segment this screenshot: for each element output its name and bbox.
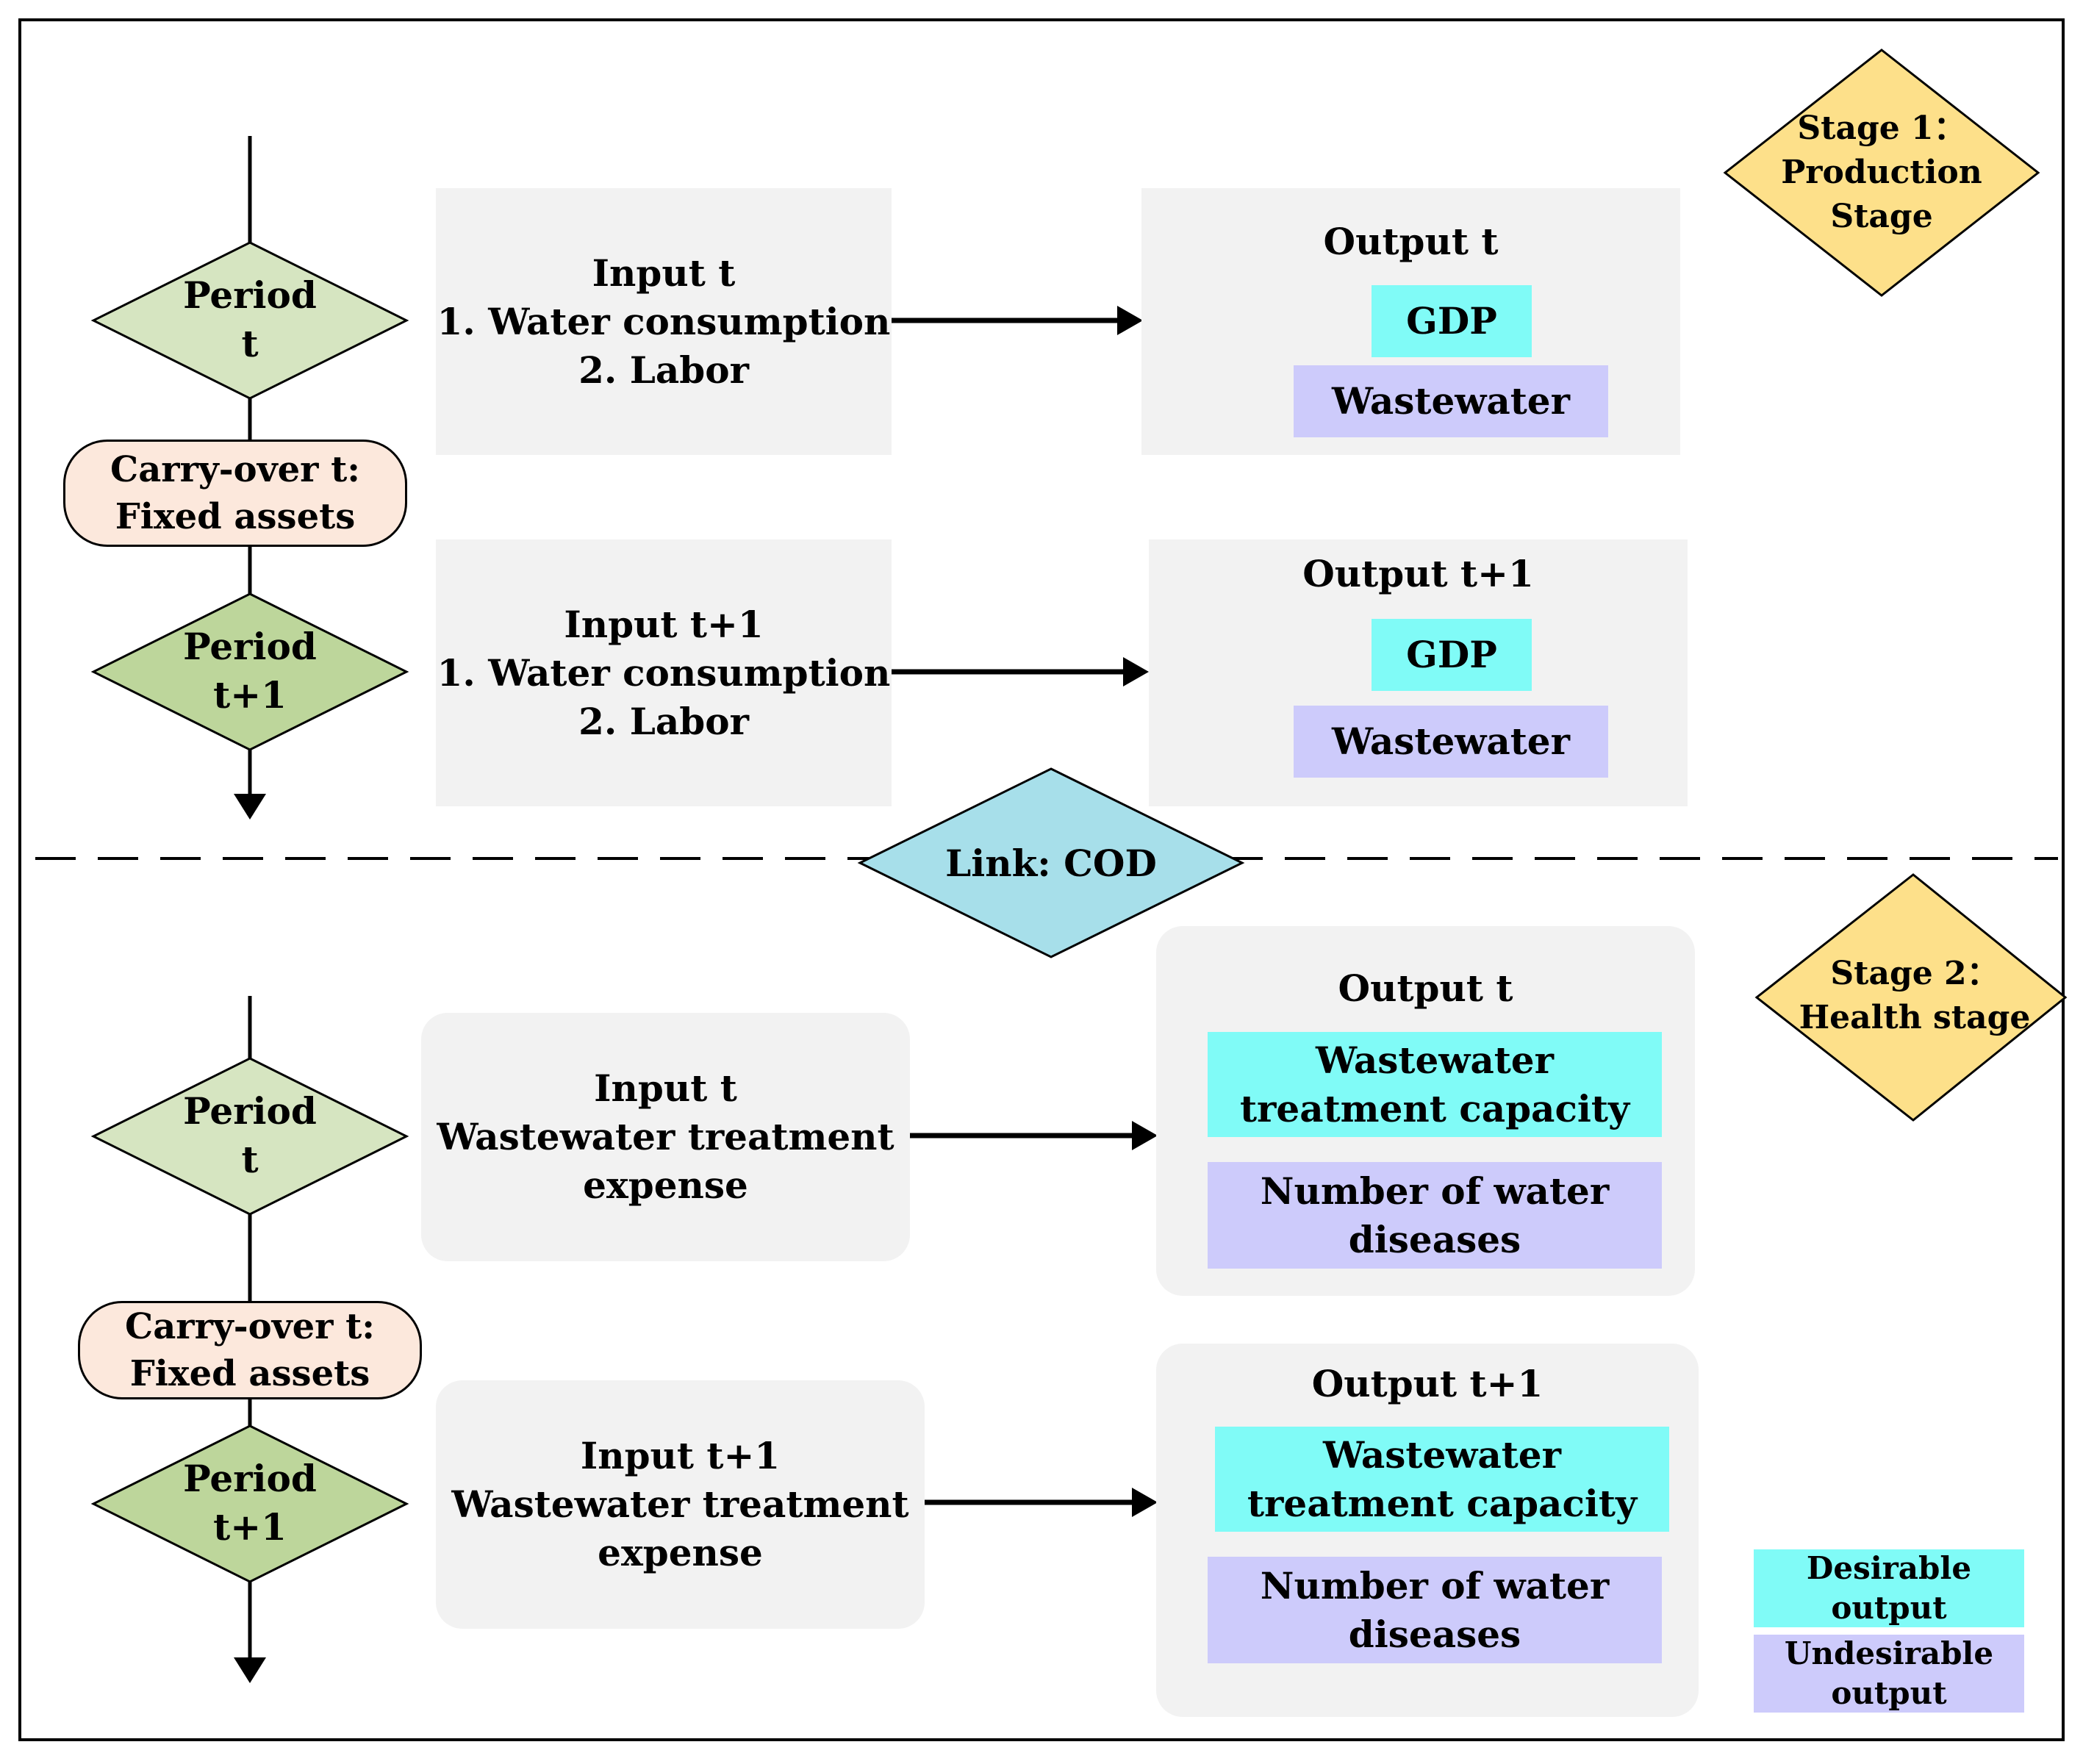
s2-output-t1-diseases-line2: diseases — [1348, 1612, 1521, 1656]
s1-input-t1-box: Input t+1 1. Water consumption 2. Labor — [436, 539, 892, 806]
s1-period-t1-line1: Period — [183, 625, 317, 668]
s2-carry-over-line1: Carry-over t: — [124, 1306, 376, 1347]
s2-input-t-title: Input t — [594, 1066, 737, 1110]
s2-output-t-diseases-line2: diseases — [1348, 1217, 1521, 1261]
s1-period-t: Period t — [159, 272, 340, 368]
s1-period-t1: Period t+1 — [159, 623, 340, 719]
stage2-timeline-arrowhead — [234, 1657, 266, 1683]
s2-period-t1-diamond — [90, 1424, 409, 1583]
stage1-diamond — [1723, 49, 2040, 297]
s1-period-t-line1: Period — [183, 273, 317, 317]
s1-input-t1-item2: 2. Labor — [578, 699, 749, 743]
s1-output-t1-gdp: GDP — [1372, 619, 1532, 691]
s1-period-t1-line2: t+1 — [213, 673, 287, 717]
s2-output-t1-capacity-line2: treatment capacity — [1247, 1481, 1638, 1525]
link-label: Link: COD — [945, 842, 1157, 885]
diagram-frame — [18, 18, 2065, 1741]
s2-period-t-line2: t — [241, 1138, 259, 1181]
s2-input-t-item2: expense — [583, 1164, 748, 1207]
s2-output-t-capacity-line1: Wastewater — [1316, 1038, 1554, 1082]
s2-period-t: Period t — [159, 1088, 340, 1183]
legend-desirable-line2: output — [1831, 1590, 1947, 1626]
stage2-label-line2: Health stage — [1799, 999, 2031, 1036]
s1-output-t1-title: Output t+1 — [1302, 552, 1534, 595]
s2-output-t1-title: Output t+1 — [1311, 1362, 1544, 1405]
s2-input-t1-item1: Wastewater treatment — [451, 1482, 909, 1526]
legend-desirable-line1: Desirable — [1806, 1550, 1972, 1586]
s2-period-t-diamond — [90, 1057, 409, 1216]
s2-period-t-line1: Period — [183, 1089, 317, 1133]
s1-input-t-item2: 2. Labor — [578, 348, 749, 392]
s2-output-t1-capacity: Wastewater treatment capacity — [1215, 1427, 1669, 1532]
s2-carry-over-line2: Fixed assets — [129, 1353, 370, 1394]
s2-period-t1-line2: t+1 — [213, 1505, 287, 1549]
s2-output-t-diseases: Number of water diseases — [1208, 1162, 1662, 1269]
legend-undesirable-line1: Undesirable — [1784, 1635, 1994, 1671]
s2-period-t1: Period t+1 — [159, 1455, 340, 1551]
s2-input-t1-item2: expense — [598, 1531, 763, 1574]
stage1-label-line1: Stage 1： — [1797, 110, 1966, 147]
link-diamond — [857, 767, 1245, 958]
s2-period-t1-line1: Period — [183, 1457, 317, 1500]
s1-period-t1-diamond — [90, 592, 409, 751]
s2-output-t-title: Output t — [1338, 967, 1513, 1010]
s2-output-t1-capacity-line1: Wastewater — [1323, 1433, 1561, 1477]
legend-desirable: Desirable output — [1754, 1549, 2024, 1627]
s1-input-t-box: Input t 1. Water consumption 2. Labor — [436, 188, 892, 455]
stage1-label-line3: Stage — [1830, 198, 1933, 235]
s1-input-t1-title: Input t+1 — [564, 602, 764, 646]
s2-input-t-box: Input t Wastewater treatment expense — [421, 1013, 910, 1261]
s1-input-t-title: Input t — [592, 251, 736, 295]
s1-carry-over-line2: Fixed assets — [115, 496, 356, 537]
stage1-label-line2: Production — [1781, 154, 1982, 191]
stage2-label: Stage 2： Health stage — [1793, 948, 2036, 1044]
stage2-label-line1: Stage 2： — [1830, 955, 1999, 992]
s1-input-t1-item1: 1. Water consumption — [437, 650, 891, 695]
s2-input-t1-box: Input t+1 Wastewater treatment expense — [436, 1380, 925, 1629]
s2-output-t-diseases-line1: Number of water — [1260, 1169, 1610, 1213]
s1-output-t-wastewater: Wastewater — [1294, 365, 1608, 437]
stage2-diamond — [1754, 873, 2068, 1122]
s1-carry-over-line1: Carry-over t: — [110, 449, 361, 490]
s1-output-t-title: Output t — [1323, 220, 1499, 263]
stage1-label: Stage 1： Production Stage — [1764, 107, 1999, 239]
s1-period-t-diamond — [90, 241, 409, 400]
legend-undesirable-line2: output — [1831, 1675, 1947, 1711]
legend-undesirable: Undesirable output — [1754, 1635, 2024, 1713]
s1-carry-over: Carry-over t: Fixed assets — [63, 440, 407, 547]
s2-output-t-capacity: Wastewater treatment capacity — [1208, 1032, 1662, 1137]
s2-output-t-capacity-line2: treatment capacity — [1239, 1086, 1630, 1130]
s1-input-t-item1: 1. Water consumption — [437, 299, 891, 343]
s1-period-t-line2: t — [241, 322, 259, 365]
s2-output-t1-diseases: Number of water diseases — [1208, 1557, 1662, 1663]
s2-input-t-item1: Wastewater treatment — [437, 1115, 894, 1158]
s2-carry-over: Carry-over t: Fixed assets — [78, 1301, 422, 1399]
s2-input-t1-title: Input t+1 — [580, 1434, 781, 1477]
s1-output-t-gdp: GDP — [1372, 285, 1532, 357]
stage1-timeline-arrowhead — [234, 794, 266, 820]
s1-output-t1-wastewater: Wastewater — [1294, 706, 1608, 778]
s2-output-t1-diseases-line1: Number of water — [1260, 1563, 1610, 1607]
